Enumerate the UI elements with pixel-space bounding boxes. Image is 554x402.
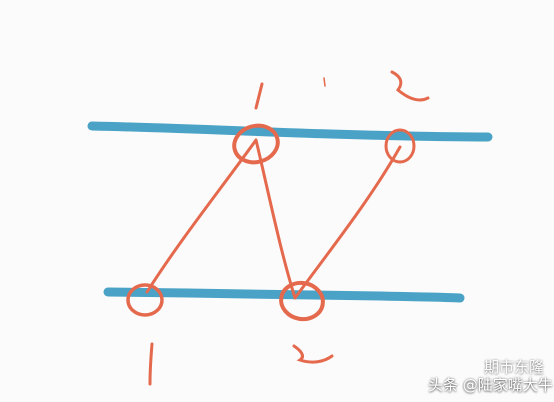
circle-bottom-left bbox=[126, 283, 164, 317]
mark-1-top bbox=[254, 82, 264, 110]
circle-bottom-mid bbox=[279, 280, 325, 322]
circle-top-left bbox=[232, 123, 280, 165]
top-blue-line-tail bbox=[90, 124, 232, 132]
bottom-blue-line bbox=[103, 287, 465, 303]
circle-top-right bbox=[384, 128, 416, 164]
mark-2-top bbox=[390, 70, 430, 102]
watermark-platform: 头条 @陆家嘴大牛 bbox=[428, 376, 553, 394]
watermark-account: 期市东隆 bbox=[484, 358, 545, 376]
mark-2-bottom bbox=[292, 344, 334, 364]
zigzag-red-path bbox=[145, 138, 402, 300]
small-tick-mark bbox=[323, 77, 326, 87]
mark-1-bottom bbox=[148, 342, 154, 386]
